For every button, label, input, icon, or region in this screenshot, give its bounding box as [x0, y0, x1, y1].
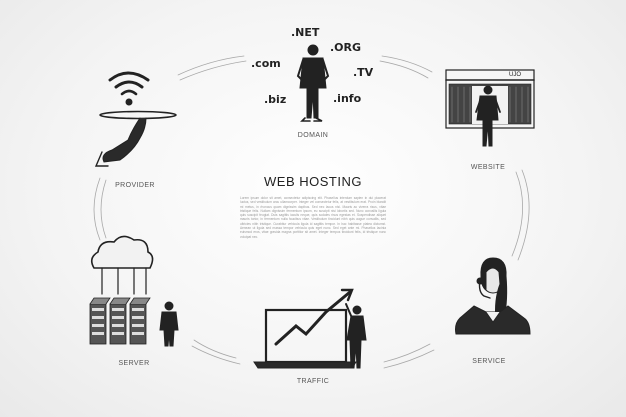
traffic-icon	[253, 288, 367, 369]
tld-org: .ORG	[330, 41, 362, 54]
diagram-title: WEB HOSTING	[264, 174, 362, 189]
tld-tv: .TV	[353, 66, 374, 79]
label-domain: DOMAIN	[297, 132, 329, 139]
domain-person-icon	[296, 44, 330, 122]
tld-info: .info	[333, 92, 362, 105]
server-icon	[89, 235, 179, 347]
tld-biz: .biz	[264, 93, 287, 106]
label-traffic: TRAFFIC	[296, 378, 330, 385]
service-icon	[455, 257, 531, 335]
label-provider: PROVIDER	[115, 182, 155, 189]
connector-ring	[93, 55, 530, 369]
label-service: SERVICE	[472, 358, 506, 365]
tld-net: .NET	[291, 26, 320, 39]
browser-header-text: UJO	[509, 72, 521, 78]
website-icon	[445, 69, 535, 147]
provider-icon	[94, 71, 177, 167]
tld-com: .com	[251, 57, 281, 70]
label-server: SERVER	[118, 360, 150, 367]
label-website: WEBSITE	[470, 164, 506, 171]
description-text: Lorem ipsum dolor sit amet, consectetur …	[240, 196, 386, 239]
